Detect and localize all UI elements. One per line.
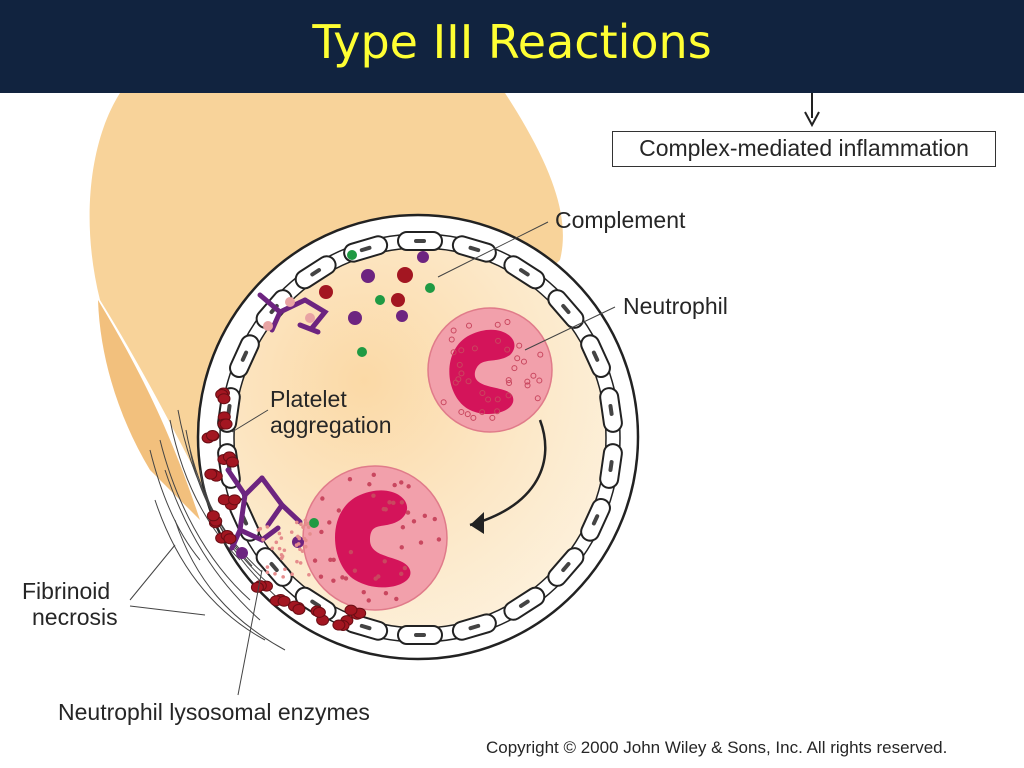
complement-label: Complement	[555, 207, 685, 233]
copyright-notice: Copyright © 2000 John Wiley & Sons, Inc.…	[486, 738, 947, 758]
fibrinoid-label-line1: Fibrinoid	[22, 578, 110, 604]
neutrophil-degranulating	[303, 466, 447, 610]
complex-mediated-label: Complex-mediated inflammation	[612, 131, 996, 167]
platelet-label-line2: aggregation	[270, 412, 392, 438]
platelet-label-line1: Platelet	[270, 386, 347, 412]
blood-vessel-diagram	[0, 93, 1024, 768]
neutrophil-label: Neutrophil	[623, 293, 728, 319]
neutrophil-circulating	[428, 308, 552, 432]
fibrinoid-label-line2: necrosis	[32, 604, 118, 630]
slide-title: Type III Reactions	[0, 10, 1024, 74]
lysosomal-enzymes-label: Neutrophil lysosomal enzymes	[58, 699, 370, 725]
